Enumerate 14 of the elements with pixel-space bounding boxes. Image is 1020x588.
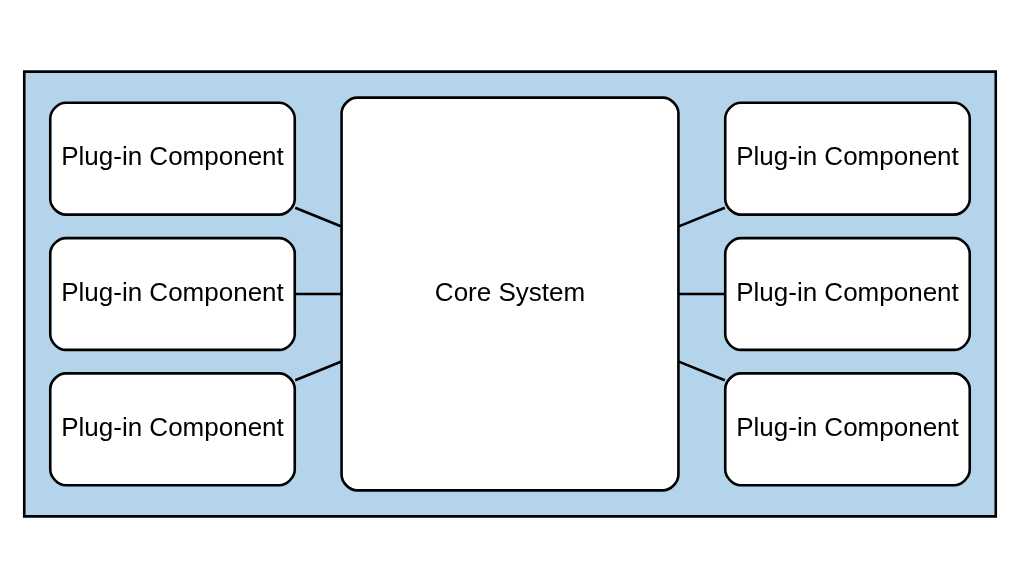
connector xyxy=(678,206,726,228)
cluster xyxy=(22,70,998,518)
connector xyxy=(678,292,725,296)
connector xyxy=(678,360,726,382)
node-box: Plug-in Component xyxy=(723,236,972,352)
connector xyxy=(294,360,342,382)
connector xyxy=(294,206,342,228)
node-box: Plug-in Component xyxy=(48,101,297,216)
node-box: Plug-in Component xyxy=(723,101,972,216)
connector xyxy=(295,292,342,296)
node-box: Core System xyxy=(340,96,680,492)
node-box: Plug-in Component xyxy=(723,372,972,487)
node-box: Plug-in Component xyxy=(48,372,297,487)
node-box: Plug-in Component xyxy=(48,236,297,352)
